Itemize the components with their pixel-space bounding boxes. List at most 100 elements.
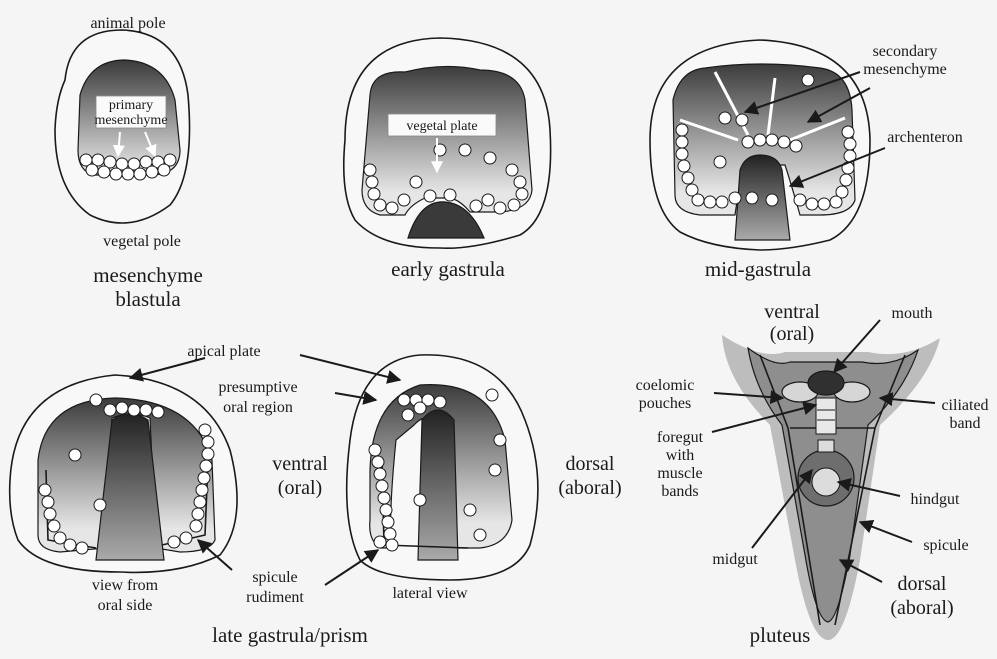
cell: [382, 516, 394, 528]
cell: [514, 176, 526, 188]
cell: [134, 168, 146, 180]
cell: [766, 194, 778, 206]
cell: [94, 499, 106, 511]
presumptive-oral-label-1: presumptive: [218, 379, 297, 396]
apical-plate-label: apical plate: [187, 343, 260, 360]
cell: [494, 434, 506, 446]
cell: [434, 396, 446, 408]
cell: [844, 138, 856, 150]
stage-early-gastrula: vegetal plate early gastrula: [344, 38, 551, 281]
cell: [489, 464, 501, 476]
foregut-label-2: with: [666, 447, 694, 464]
cell: [378, 492, 390, 504]
blastula-caption-2: blastula: [115, 287, 181, 311]
cell: [754, 134, 766, 146]
lateral-view-label: lateral view: [392, 585, 468, 602]
pluteus-dorsal-label: dorsal: [898, 573, 947, 595]
cell: [116, 402, 128, 414]
cell: [802, 74, 814, 86]
cell: [794, 194, 806, 206]
midgut-neck: [818, 440, 834, 452]
cell: [369, 444, 381, 456]
midgut-label: midgut: [712, 551, 758, 568]
foregut: [816, 398, 836, 434]
cell: [434, 144, 446, 156]
cell: [364, 164, 376, 176]
cell: [692, 194, 704, 206]
cell: [742, 136, 754, 148]
hindgut: [812, 468, 840, 496]
cell: [410, 176, 422, 188]
secondary-mesenchyme-label-1: secondary: [873, 43, 938, 60]
cell: [414, 402, 426, 414]
cell: [86, 164, 98, 176]
cell: [146, 166, 158, 178]
cell: [736, 114, 748, 126]
cell: [104, 404, 116, 416]
cell: [398, 194, 410, 206]
cell: [376, 480, 388, 492]
cell: [746, 192, 758, 204]
cell: [806, 198, 818, 210]
cell: [152, 406, 164, 418]
cell: [98, 166, 110, 178]
cell: [190, 520, 202, 532]
cell: [374, 468, 386, 480]
cell: [486, 389, 498, 401]
cell: [682, 172, 694, 184]
cell: [372, 456, 384, 468]
cell: [704, 196, 716, 208]
cell: [140, 404, 152, 416]
cell: [414, 494, 426, 506]
cell: [158, 164, 170, 176]
cell: [199, 424, 211, 436]
spicule-label: spicule: [923, 537, 968, 554]
cell: [470, 200, 482, 212]
cell: [424, 190, 436, 202]
pluteus-ventral-label: ventral: [764, 301, 820, 323]
cell: [508, 199, 520, 211]
pluteus-ventral-oral-label: (oral): [770, 323, 814, 345]
cell: [444, 189, 456, 201]
cell: [366, 176, 378, 188]
cell: [39, 484, 51, 496]
lateral-view-gut: [418, 410, 458, 560]
late-ventral-label: ventral: [272, 453, 328, 475]
cell: [676, 136, 688, 148]
mid-gastrula-caption: mid-gastrula: [705, 257, 812, 281]
presumptive-oral-label-2: oral region: [223, 399, 293, 416]
blastula-caption-1: mesenchyme: [93, 263, 203, 287]
stage-pluteus: ventral (oral) mouth coelomic pouches ci…: [636, 301, 989, 647]
foregut-label-3: muscle: [657, 465, 702, 482]
late-ventral-oral-label: (oral): [278, 477, 322, 499]
cell: [729, 192, 741, 204]
cell: [778, 136, 790, 148]
oral-view-label-1: view from: [92, 577, 159, 594]
cell: [194, 496, 206, 508]
cell: [830, 196, 842, 208]
cell: [484, 152, 496, 164]
cell: [90, 394, 102, 406]
cell: [840, 174, 852, 186]
cell: [676, 124, 688, 136]
late-dorsal-aboral-label: (aboral): [558, 477, 621, 499]
cell: [494, 202, 506, 214]
cell: [506, 164, 518, 176]
stage-late-gastrula: apical plate presumptive oral region ven…: [10, 343, 622, 647]
cell: [716, 196, 728, 208]
ciliated-band-label-2: band: [949, 415, 980, 432]
stage-mid-gastrula: secondary mesenchyme archenteron mid-gas…: [650, 40, 963, 281]
cell: [384, 528, 396, 540]
cell: [402, 409, 414, 421]
cell: [474, 529, 486, 541]
cell: [44, 508, 56, 520]
cell: [790, 140, 802, 152]
cell: [128, 404, 140, 416]
pluteus-dorsal-aboral-label: (aboral): [890, 597, 953, 619]
foregut-label-1: foregut: [657, 429, 704, 446]
cell: [42, 496, 54, 508]
stage-mesenchyme-blastula: primary mesenchyme animal pole vegetal p…: [55, 15, 203, 311]
animal-pole-label: animal pole: [90, 15, 165, 32]
early-gastrula-caption: early gastrula: [391, 257, 505, 281]
